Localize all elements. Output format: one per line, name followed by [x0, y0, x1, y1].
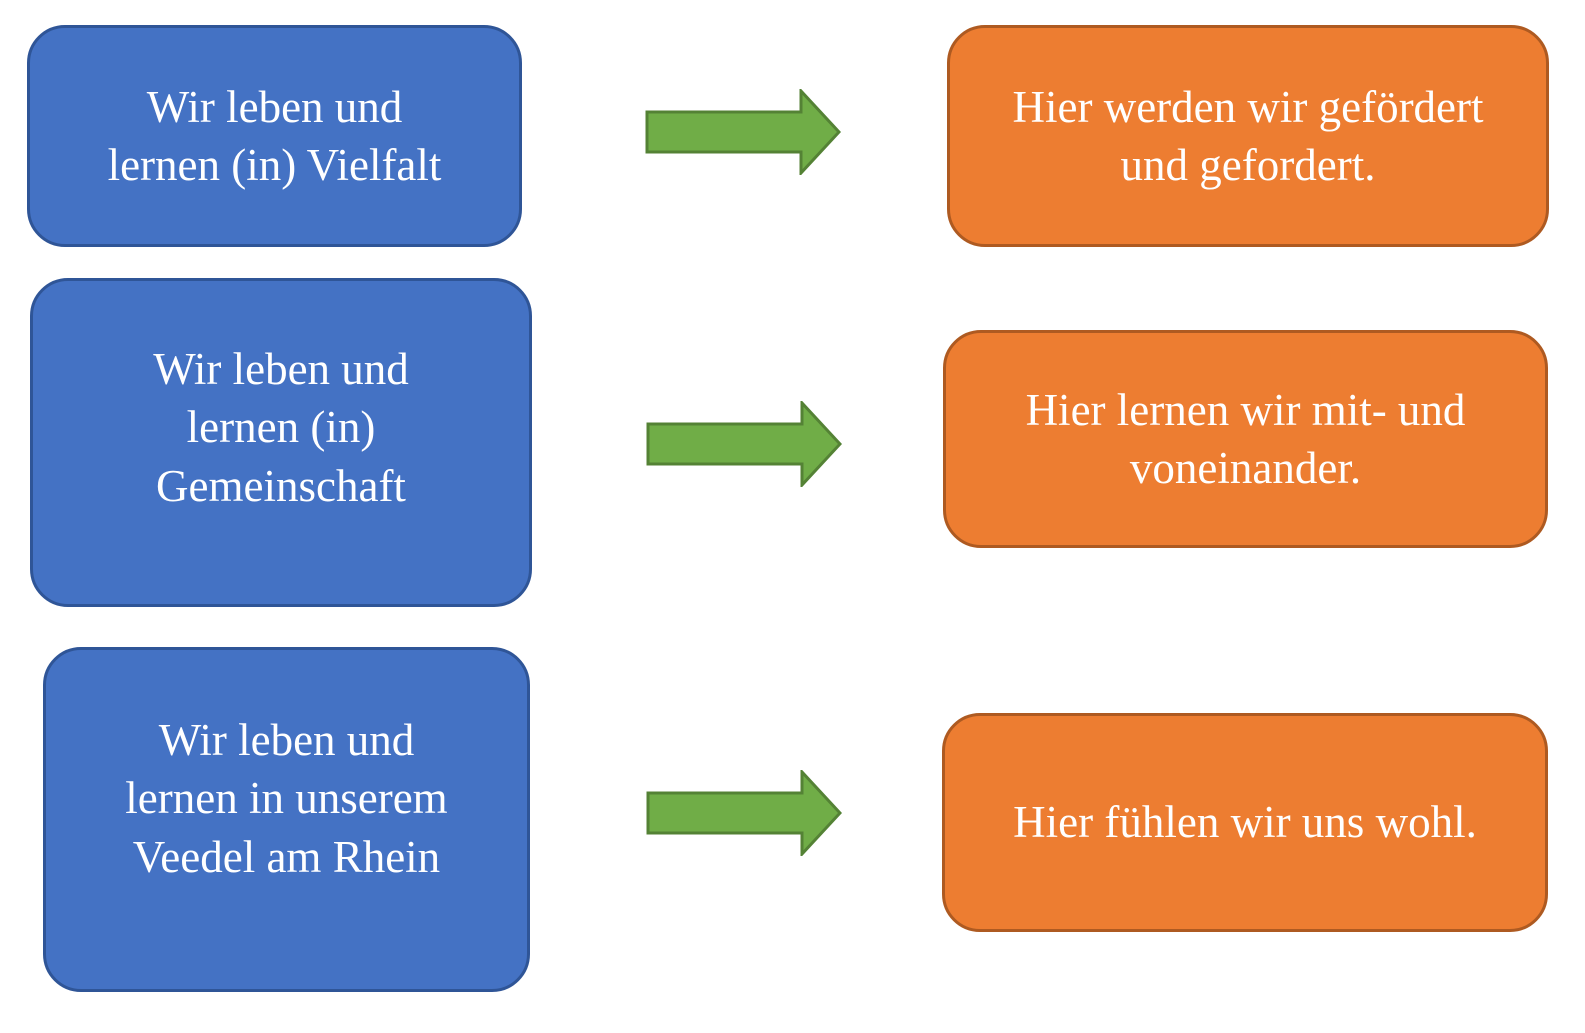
arrow-right-icon	[646, 401, 842, 487]
target-box-miteinander-text: Hier lernen wir mit- und voneinander.	[1025, 384, 1466, 494]
arrow-right-icon	[646, 770, 842, 856]
target-box-gefoerdert: Hier werden wir gefördert und gefordert.	[947, 25, 1549, 247]
target-box-gefoerdert-text: Hier werden wir gefördert und gefordert.	[1012, 81, 1484, 191]
arrow-right-shape	[646, 770, 842, 856]
source-box-veedel: Wir leben und lernen in unserem Veedel a…	[43, 647, 530, 992]
target-box-miteinander: Hier lernen wir mit- und voneinander.	[943, 330, 1548, 548]
arrow-right-shape	[645, 89, 841, 175]
source-box-veedel-text: Wir leben und lernen in unserem Veedel a…	[125, 714, 448, 882]
target-box-wohlfuehlen: Hier fühlen wir uns wohl.	[942, 713, 1548, 932]
arrow-right-icon	[645, 89, 841, 175]
source-box-gemeinschaft: Wir leben und lernen (in) Gemeinschaft	[30, 278, 532, 607]
source-box-gemeinschaft-text: Wir leben und lernen (in) Gemeinschaft	[153, 343, 409, 511]
arrow-right-shape	[646, 401, 842, 487]
target-box-wohlfuehlen-text: Hier fühlen wir uns wohl.	[1013, 797, 1477, 848]
source-box-vielfalt: Wir leben und lernen (in) Vielfalt	[27, 25, 522, 247]
source-box-vielfalt-text: Wir leben und lernen (in) Vielfalt	[107, 81, 442, 191]
